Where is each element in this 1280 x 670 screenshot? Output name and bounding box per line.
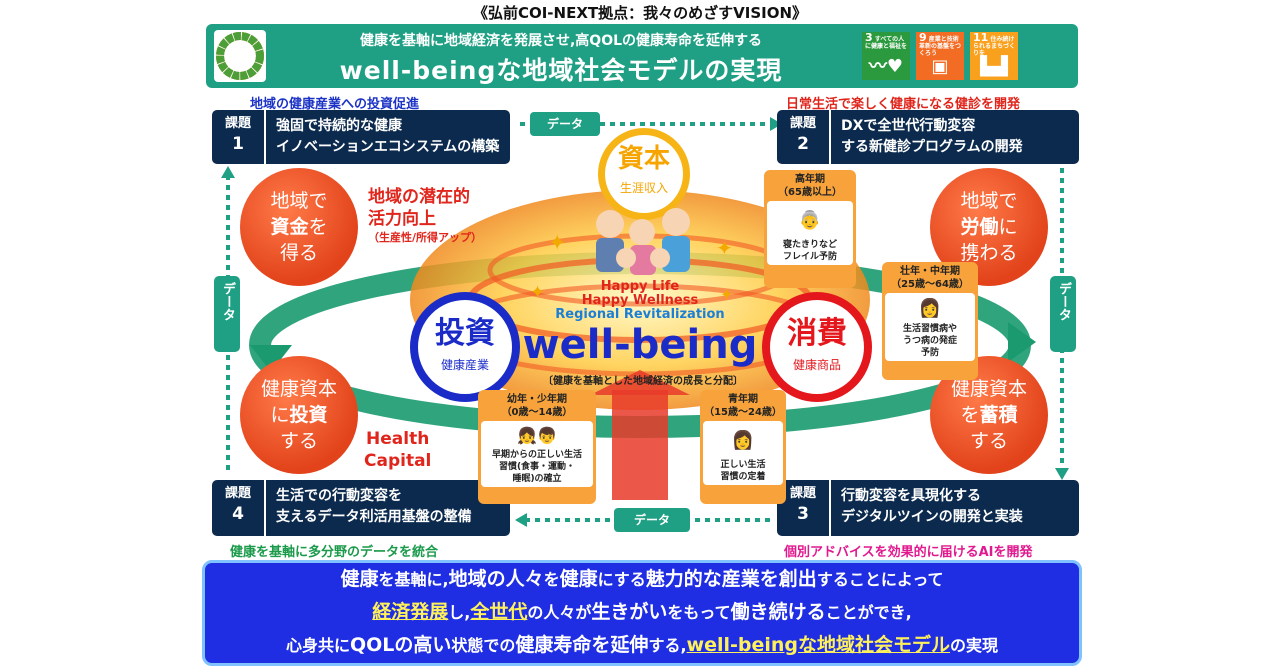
sparkle-icon: ✦: [530, 282, 545, 303]
sparkle-icon: ✦: [716, 236, 733, 260]
health-capital-label: Health Capital: [364, 429, 432, 471]
caption-top-right: 日常生活で楽しく健康になる健診を開発: [786, 97, 1021, 112]
center-glow: [410, 190, 870, 410]
caption-bottom-right: 個別アドバイスを効果的に届けるAIを開発: [784, 545, 1033, 560]
sdg-wheel-icon: [214, 30, 266, 82]
statement-line-1: 健康を基軸に,地域の人々を健康にする魅力的な産業を創出することによって: [340, 568, 944, 590]
caption-bottom-left: 健康を基軸に多分野のデータを統合: [230, 545, 439, 560]
elderly-person-icon: 👵: [798, 210, 822, 231]
potential-label: 地域の潜在的 活力向上 （生産性/所得アップ）: [368, 187, 483, 244]
invest-circle: 投資 健康産業: [410, 292, 520, 402]
growth-arrow-shaft: [612, 390, 668, 500]
page-title: 《弘前COI-NEXT拠点：我々のめざすVISION》: [472, 4, 808, 22]
youth-person-icon: 👩: [731, 430, 755, 451]
family-illustration: [580, 196, 710, 288]
statement-line-3: 心身共にQOLの高い状態での健康寿命を延伸する,well-beingな地域社会モ…: [285, 634, 999, 656]
data-tag-top: データ: [530, 112, 600, 136]
growth-caption: 〔健康を基軸とした地域経済の成長と分配〕: [543, 376, 743, 387]
sdg-goal-11: 11 住み続けられるまちづくりを ▙▟: [970, 32, 1018, 80]
header-banner: 健康を基軸に地域経済を発展させ,高QOLの健康寿命を延伸する well-bein…: [206, 24, 1078, 88]
children-icon: 👧👦: [517, 426, 557, 445]
regional-revitalization-text: Regional Revitalization: [555, 307, 725, 322]
capital-circle: 資本 生涯収入: [598, 128, 690, 220]
stage-child: 幼年・少年期 （0歳～14歳） 👧👦 早期からの正しい生活 習慣(食事・運動・ …: [478, 390, 596, 504]
data-tag-left: データ: [214, 276, 240, 352]
data-tag-bottom: データ: [614, 508, 690, 532]
banner-subtitle: 健康を基軸に地域経済を発展させ,高QOLの健康寿命を延伸する: [359, 33, 763, 49]
vision-statement: 健康を基軸に,地域の人々を健康にする魅力的な産業を創出することによって 経済発展…: [202, 560, 1082, 666]
circle-obtain-funds: 地域で 資金を 得る: [240, 168, 358, 286]
adult-person-icon: 👩: [918, 298, 942, 319]
sparkle-icon: ✦: [720, 285, 733, 304]
cubes-icon: ▣: [931, 56, 949, 77]
buildings-icon: ▙▟: [980, 56, 1008, 77]
growth-arrow-head: [590, 370, 690, 395]
sparkle-icon: ✦: [548, 231, 566, 256]
stage-youth: 青年期 （15歳～24歳） 👩 正しい生活 習慣の定着: [700, 390, 786, 504]
sdg-goal-3: 3 すべての人に健康と福祉を 〰♥: [862, 32, 910, 80]
stage-adult: 壮年・中年期 （25歳～64歳） 👩 生活習慣病や うつ病の発症 予防: [882, 262, 978, 380]
stage-elderly: 高年期 （65歳以上） 👵 寝たきりなど フレイル予防: [764, 170, 856, 288]
statement-line-2: 経済発展し,全世代の人々が生きがいをもって働き続けることができ,: [372, 601, 912, 623]
happy-wellness-text: Happy Wellness: [581, 293, 699, 308]
sdg-goal-9: 9 産業と技術革新の基盤をつくろう ▣: [916, 32, 964, 80]
wellbeing-text: well-being: [522, 322, 758, 368]
cycle-arrow-left: [250, 345, 292, 372]
cycle-arrow-right: [1008, 322, 1036, 362]
heartbeat-icon: 〰♥: [868, 56, 904, 77]
happy-life-text: Happy Life: [600, 279, 680, 294]
consume-circle: 消費 健康商品: [762, 292, 872, 402]
circle-engage-labor: 地域で 労働に 携わる: [930, 168, 1048, 286]
caption-top-left: 地域の健康産業への投資促進: [250, 97, 420, 112]
circle-invest-health-capital: 健康資本 に投資 する: [240, 356, 358, 474]
banner-title: well-beingな地域社会モデルの実現: [339, 56, 783, 85]
data-tag-right: データ: [1050, 276, 1076, 352]
